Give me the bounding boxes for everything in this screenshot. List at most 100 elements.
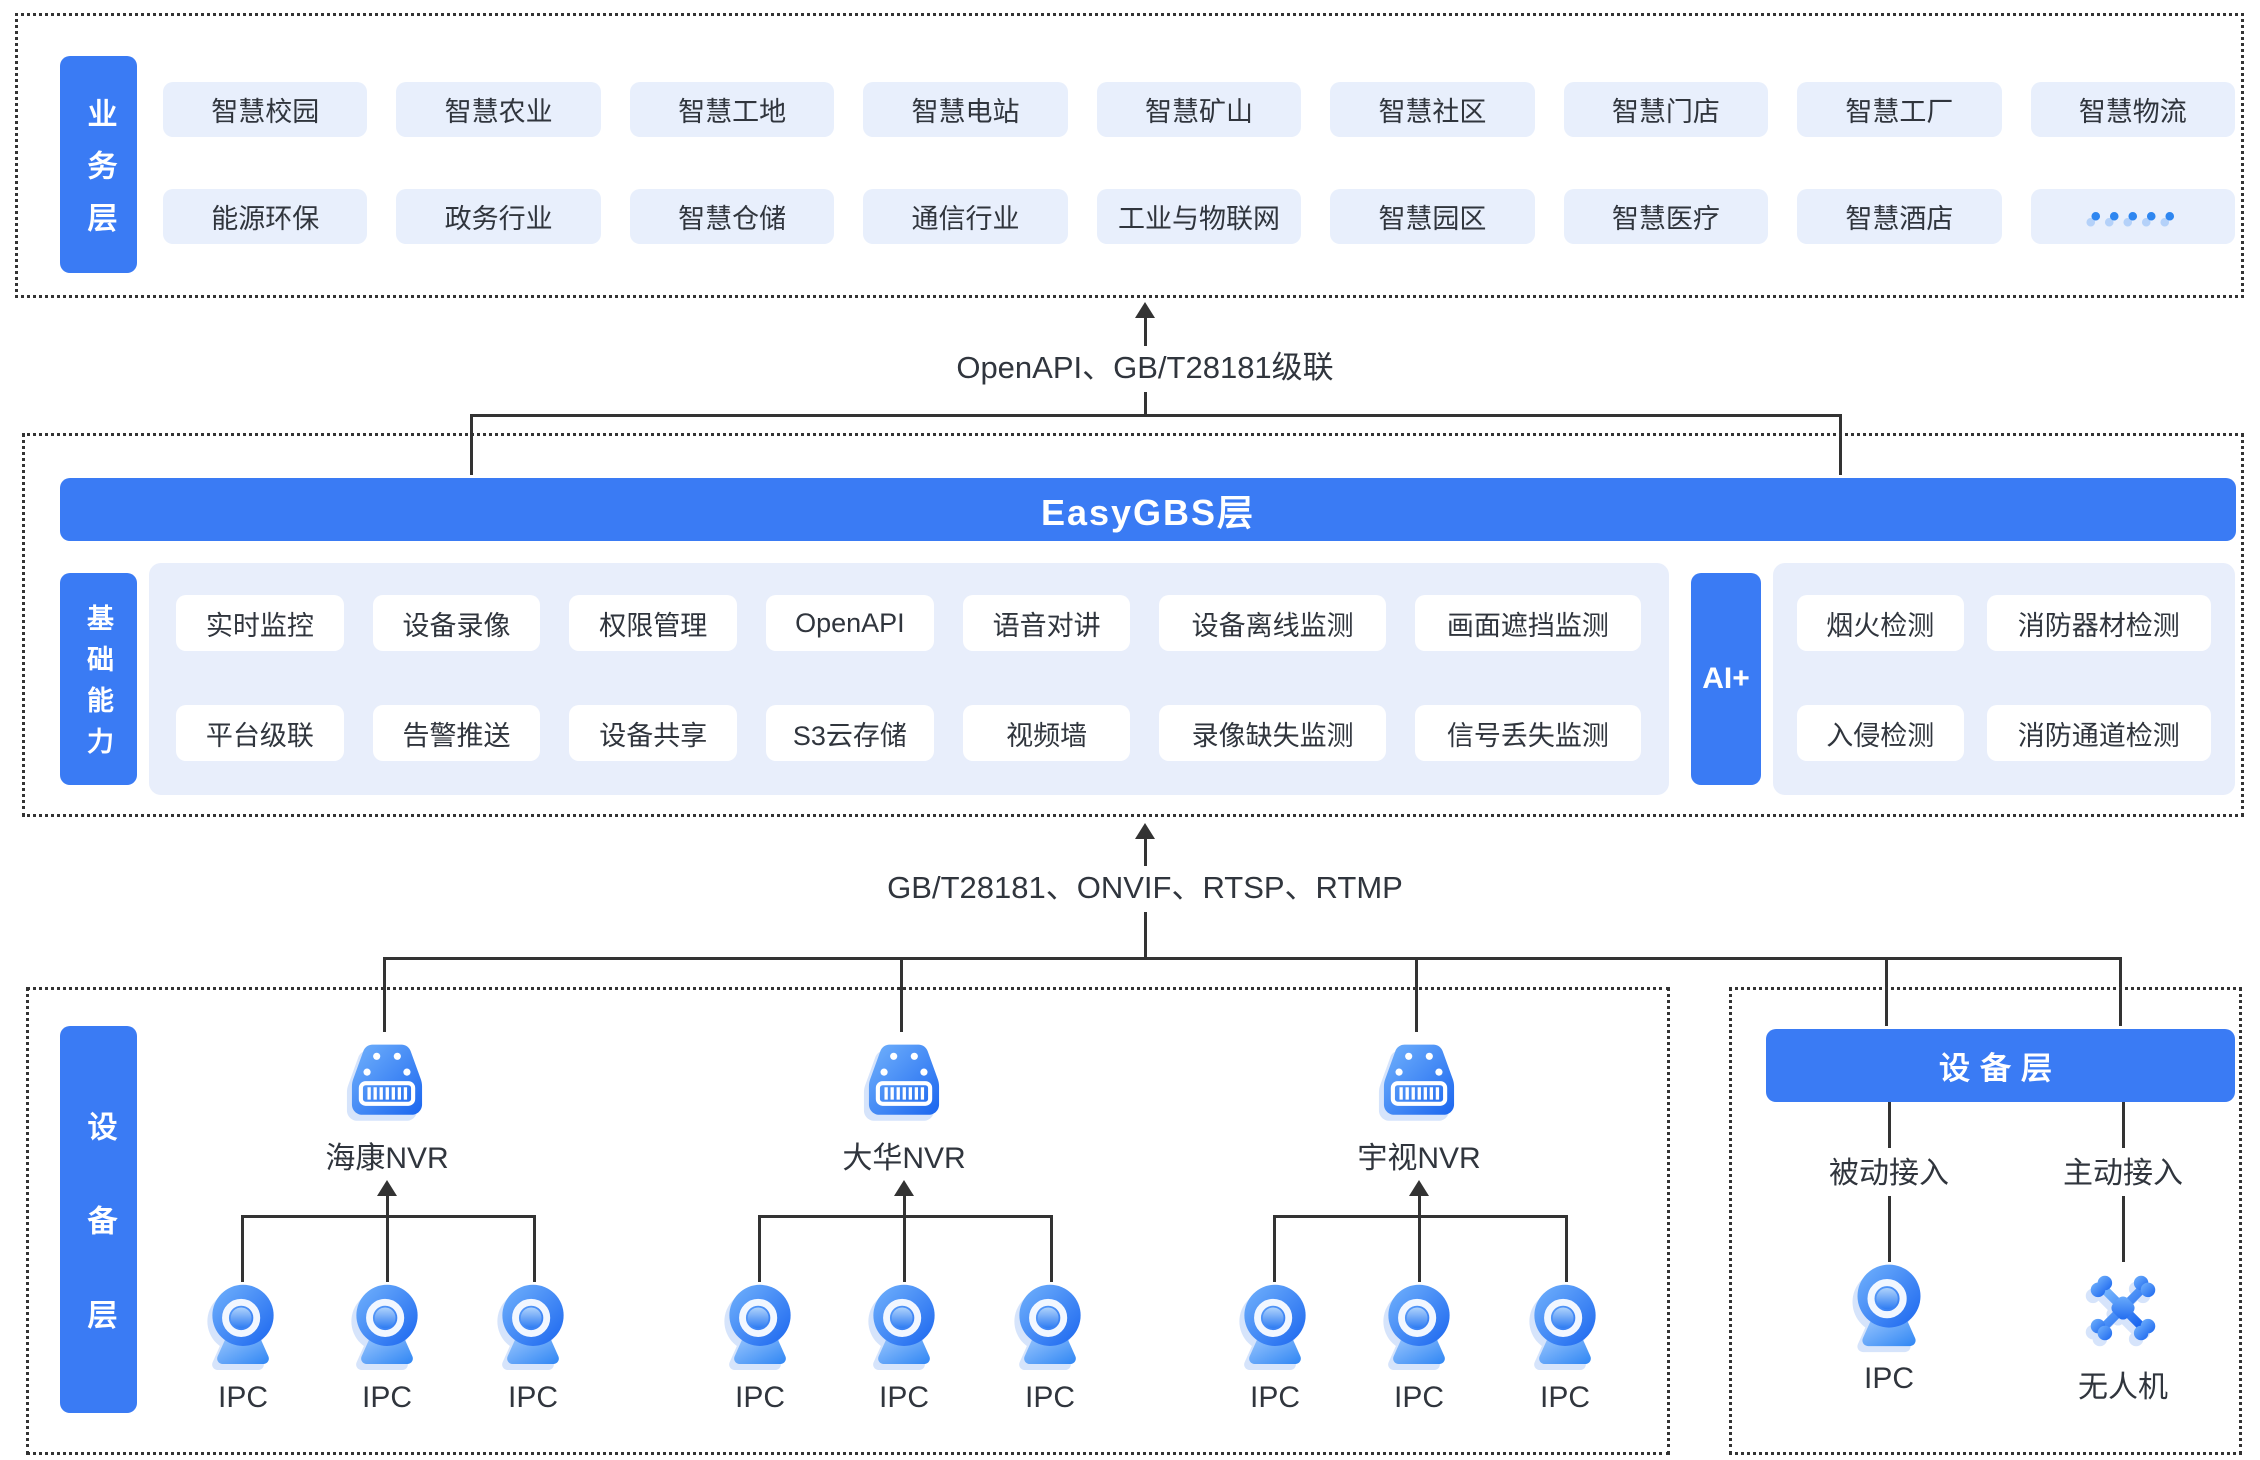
connector-line <box>758 1215 1053 1218</box>
ipc-label: IPC <box>734 1381 785 1414</box>
business-chip: 智慧农业 <box>396 82 601 137</box>
connector-line <box>1143 317 1147 348</box>
business-chip: 工业与物联网 <box>1096 189 1302 244</box>
camera-item: IPC <box>307 1282 467 1415</box>
nvr-icon <box>351 1044 423 1115</box>
capability-chip: 告警推送 <box>372 705 541 761</box>
connector-line <box>1273 1215 1276 1282</box>
ipc-label: IPC <box>361 1381 412 1414</box>
ai-chip: 入侵检测 <box>1797 705 1964 761</box>
device-panel-header: 设备层 <box>1766 1029 2235 1102</box>
connector-line <box>382 957 386 1032</box>
connector-line <box>385 1195 389 1282</box>
capability-chip: 权限管理 <box>569 595 738 651</box>
connector-line <box>1887 1196 1891 1262</box>
more-chip: ••••• <box>2030 189 2235 244</box>
arrow-up-icon <box>1135 302 1155 318</box>
ai-chip: 消防器材检测 <box>1986 595 2211 651</box>
business-chip: 智慧酒店 <box>1797 189 2002 244</box>
nvr-group: 海康NVR IPC <box>167 1035 607 1435</box>
base-capability-label-text: 基础能力 <box>83 604 113 768</box>
nvr-name: 大华NVR <box>842 1142 966 1175</box>
access-mode-label: 主动接入 <box>2063 1157 2183 1190</box>
arrow-up-icon <box>1135 823 1155 839</box>
ai-chip: 消防通道检测 <box>1986 705 2211 761</box>
protocol-link-label: GB/T28181、ONVIF、RTSP、RTMP <box>873 866 1417 910</box>
business-chip-row-2: 能源环保政务行业智慧仓储通信行业工业与物联网智慧园区智慧医疗智慧酒店 ••••• <box>163 189 2235 244</box>
cascade-link-label: OpenAPI、GB/T28181级联 <box>942 346 1348 390</box>
nvr-groups: 海康NVR IPC <box>29 1035 1667 1445</box>
connector-line <box>1143 838 1147 866</box>
connector-line <box>533 1215 536 1282</box>
connector-line <box>1414 957 1418 1032</box>
business-chip: 智慧矿山 <box>1096 82 1302 137</box>
camera-item: IPC <box>680 1282 840 1415</box>
connector-line <box>1884 957 1888 1026</box>
business-chip: 智慧园区 <box>1330 189 1535 244</box>
capability-chip: 设备录像 <box>372 595 541 651</box>
connector-line <box>899 957 903 1032</box>
business-layer-label-text: 业务层 <box>82 97 116 254</box>
business-layer-label: 业务层 <box>60 56 137 273</box>
ai-chip: 烟火检测 <box>1797 595 1964 651</box>
nvr-name: 宇视NVR <box>1357 1142 1481 1175</box>
easygbs-bar: EasyGBS层 <box>60 478 2236 541</box>
access-mode-label: 被动接入 <box>1829 1157 1949 1190</box>
capability-chip: 实时监控 <box>176 595 344 651</box>
arrow-up-icon <box>377 1180 397 1196</box>
connector-line <box>384 957 2121 960</box>
nvr-icon <box>1383 1044 1455 1115</box>
business-chip: 智慧门店 <box>1563 82 1769 137</box>
ipc-label: IPC <box>878 1381 929 1414</box>
ai-panel: 烟火检测消防器材检测 入侵检测消防通道检测 <box>1773 563 2235 795</box>
ipc-camera-icon <box>1388 1284 1450 1364</box>
ipc-camera-icon <box>502 1284 564 1364</box>
capability-chip: 信号丢失监测 <box>1414 705 1641 761</box>
business-chip: 智慧工厂 <box>1797 82 2002 137</box>
business-chip: 智慧医疗 <box>1563 189 1769 244</box>
business-chip: 智慧工地 <box>629 82 835 137</box>
connector-line <box>470 414 1842 417</box>
drone-icon <box>2090 1275 2156 1341</box>
connector-line <box>1887 1102 1891 1148</box>
connector-line <box>2118 957 2122 1026</box>
business-chip: 智慧校园 <box>163 82 368 137</box>
device-type-label: 无人机 <box>2078 1371 2168 1404</box>
camera-item: IPC <box>1485 1282 1645 1415</box>
passive-access-column: 被动接入 IPC <box>1779 990 1999 1452</box>
device-layer-label-text: 设备层 <box>82 1110 116 1393</box>
capability-chip: S3云存储 <box>766 705 934 761</box>
connector-line <box>758 1215 761 1282</box>
capability-chip: 平台级联 <box>176 705 344 761</box>
capability-chip: OpenAPI <box>766 595 934 651</box>
business-chip: 智慧社区 <box>1330 82 1535 137</box>
connector-line <box>241 1215 244 1282</box>
ipc-camera-icon <box>873 1284 935 1364</box>
ipc-camera-icon <box>1857 1264 1921 1347</box>
ipc-camera-icon <box>356 1284 418 1364</box>
device-type-label: IPC <box>1863 1362 1914 1395</box>
ipc-camera-icon <box>729 1284 791 1364</box>
ipc-label: IPC <box>1024 1381 1075 1414</box>
ai-plus-label: AI+ <box>1691 573 1761 785</box>
ipc-camera-icon <box>1019 1284 1081 1364</box>
connector-line <box>1143 392 1147 414</box>
connector-line <box>1273 1215 1568 1218</box>
easygbs-title: EasyGBS层 <box>1040 491 1256 533</box>
business-chip: 通信行业 <box>863 189 1068 244</box>
ipc-camera-icon <box>1534 1284 1596 1364</box>
business-chip: 能源环保 <box>163 189 368 244</box>
connector-line <box>1565 1215 1568 1282</box>
nvr-group: 宇视NVR IPC <box>1199 1035 1639 1435</box>
arrow-up-icon <box>1409 1180 1429 1196</box>
arrow-up-icon <box>894 1180 914 1196</box>
business-chip-row-1: 智慧校园智慧农业智慧工地智慧电站智慧矿山智慧社区智慧门店智慧工厂智慧物流 <box>163 82 2235 137</box>
connector-line <box>470 414 473 475</box>
camera-item: IPC <box>1339 1282 1499 1415</box>
capability-chip: 设备共享 <box>569 705 738 761</box>
camera-item: IPC <box>970 1282 1130 1415</box>
